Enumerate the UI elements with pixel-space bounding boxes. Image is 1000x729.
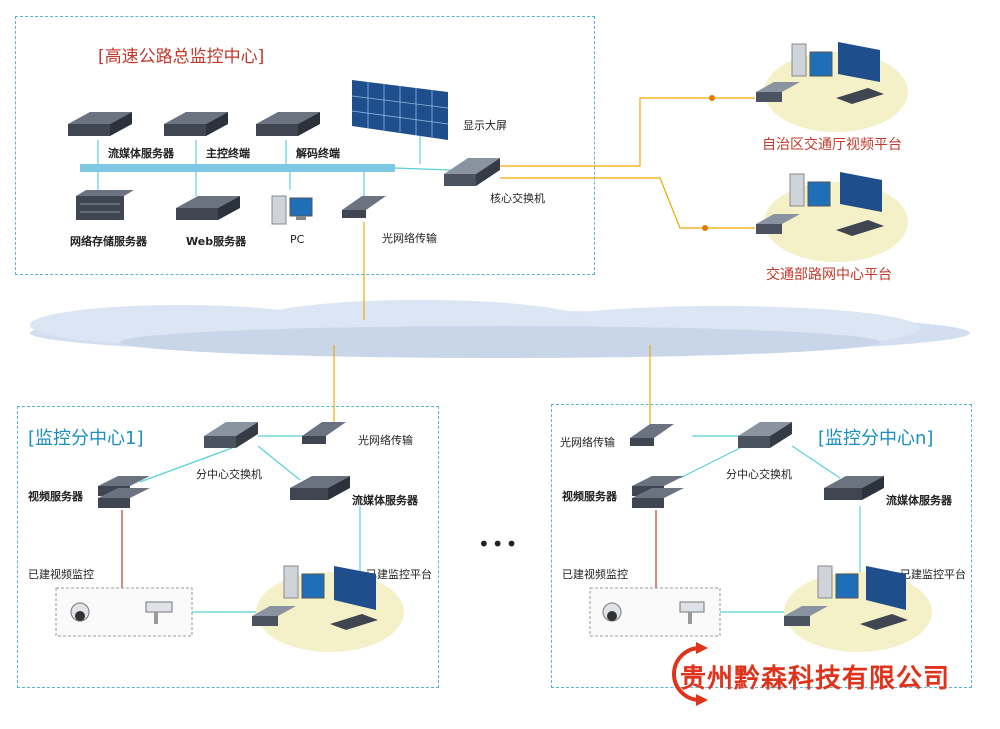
subn-switch-device [738, 422, 792, 448]
subn-video-server-label: 视频服务器 [562, 490, 617, 503]
subn-existing-platform-label: 已建监控平台 [900, 568, 966, 581]
decoder-terminal-label: 解码终端 [296, 147, 340, 160]
master-terminal-device [164, 112, 228, 136]
sub1-switch-label: 分中心交换机 [196, 468, 262, 481]
subn-streaming-server-device [824, 476, 884, 500]
optical-device-hq [342, 196, 386, 218]
subn-existing-cctv-label: 已建视频监控 [562, 568, 628, 581]
display-wall-device [351, 80, 449, 140]
web-server-label: Web服务器 [186, 235, 247, 248]
sub1-platform-graphic [252, 565, 404, 652]
subn-optical-device [630, 424, 674, 446]
network-cloud [30, 300, 970, 358]
subn-optical-label: 光网络传输 [560, 436, 615, 449]
streaming-server-device [68, 112, 132, 136]
subn-platform-graphic [784, 565, 932, 652]
sub1-streaming-server-device [290, 476, 350, 500]
ministry-platform-label: 交通部路网中心平台 [766, 267, 892, 283]
subn-switch-label: 分中心交换机 [726, 468, 792, 481]
sub1-cctv-group [55, 587, 193, 637]
regional-platform-label: 自治区交通厅视频平台 [762, 137, 902, 153]
subn-title: [监控分中心n] [818, 428, 934, 449]
sub1-title: [监控分中心1] [28, 428, 144, 449]
subn-cctv-group [589, 587, 721, 637]
subn-video-server-device [632, 476, 684, 508]
company-logo-text: 贵州黔森科技有限公司 [680, 664, 951, 694]
regional-platform-graphic [756, 42, 908, 132]
subn-streaming-server-label: 流媒体服务器 [886, 494, 952, 507]
ministry-platform-graphic [756, 172, 908, 262]
company-logo-mark [672, 642, 708, 706]
decoder-terminal-device [256, 112, 320, 136]
sub1-optical-label: 光网络传输 [358, 434, 413, 447]
master-terminal-label: 主控终端 [206, 147, 250, 160]
nas-server-label: 网络存储服务器 [70, 235, 147, 248]
sub1-switch-device [204, 422, 258, 448]
web-server-device [176, 196, 240, 220]
hq-optical-label: 光网络传输 [382, 232, 437, 245]
nas-server-device [76, 190, 134, 220]
core-switch-device [444, 158, 500, 186]
pc-label: PC [290, 233, 305, 246]
sub1-video-server-label: 视频服务器 [28, 490, 83, 503]
sub1-streaming-server-label: 流媒体服务器 [352, 494, 418, 507]
ellipsis: ••• [478, 532, 520, 556]
pc-device [271, 195, 313, 225]
display-wall-label: 显示大屏 [463, 119, 507, 132]
sub1-existing-platform-label: 已建监控平台 [366, 568, 432, 581]
sub1-video-server-device [98, 476, 150, 508]
subn-panel [551, 404, 972, 688]
core-switch-label: 核心交换机 [490, 192, 545, 205]
hq-title: [高速公路总监控中心] [98, 47, 265, 67]
streaming-server-label: 流媒体服务器 [108, 147, 174, 160]
sub1-optical-device [302, 422, 346, 444]
sub1-panel [17, 406, 439, 688]
hq-panel [15, 16, 595, 275]
sub1-existing-cctv-label: 已建视频监控 [28, 568, 94, 581]
hq-bus [80, 164, 395, 172]
